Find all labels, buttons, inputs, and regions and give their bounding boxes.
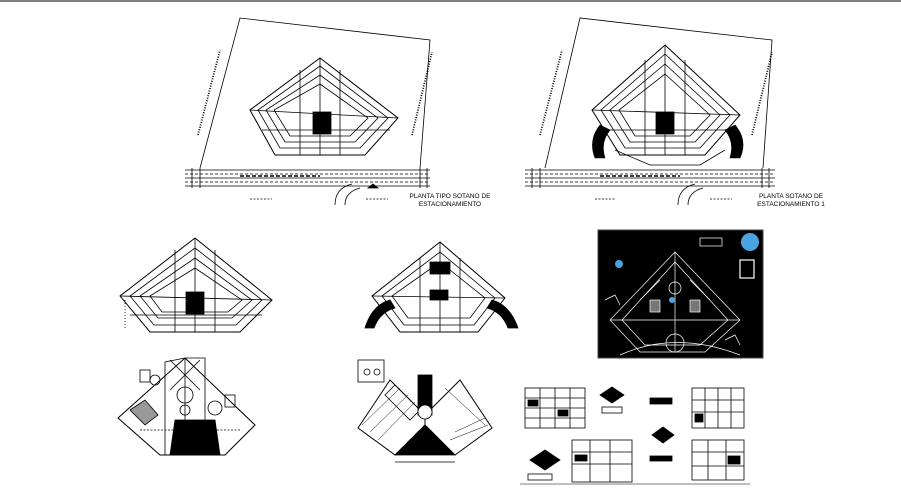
label-line-2: ESTACIONAMIENTO	[418, 201, 482, 208]
label-line-1: PLANTA SOTANO DE	[758, 193, 824, 200]
building-plan	[249, 57, 399, 156]
road	[525, 168, 775, 206]
label-plan-basement-1: PLANTA SOTANO DE ESTACIONAMIENTO 1	[742, 193, 840, 209]
floor-plan	[119, 237, 273, 333]
roof-plan	[357, 359, 493, 463]
road	[185, 168, 430, 206]
label-line-1: PLANTA TIPO SOTANO DE	[409, 193, 491, 200]
render-light-icon	[615, 260, 623, 268]
building-plan	[591, 44, 741, 156]
render-light-icon	[741, 233, 759, 251]
site-boundary	[544, 17, 773, 169]
floor-plan	[364, 241, 519, 333]
site-plan-basement-typical	[185, 17, 433, 206]
section-details	[520, 386, 750, 485]
label-line-2: ESTACIONAMIENTO 1	[757, 201, 825, 208]
site-boundary	[199, 17, 431, 169]
site-render	[597, 229, 764, 359]
label-plan-basement-typical: PLANTA TIPO SOTANO DE ESTACIONAMIENTO	[395, 193, 505, 209]
site-plan-basement-1	[525, 17, 775, 206]
floor-plan-furnished	[117, 357, 256, 456]
detail-box	[357, 359, 385, 383]
